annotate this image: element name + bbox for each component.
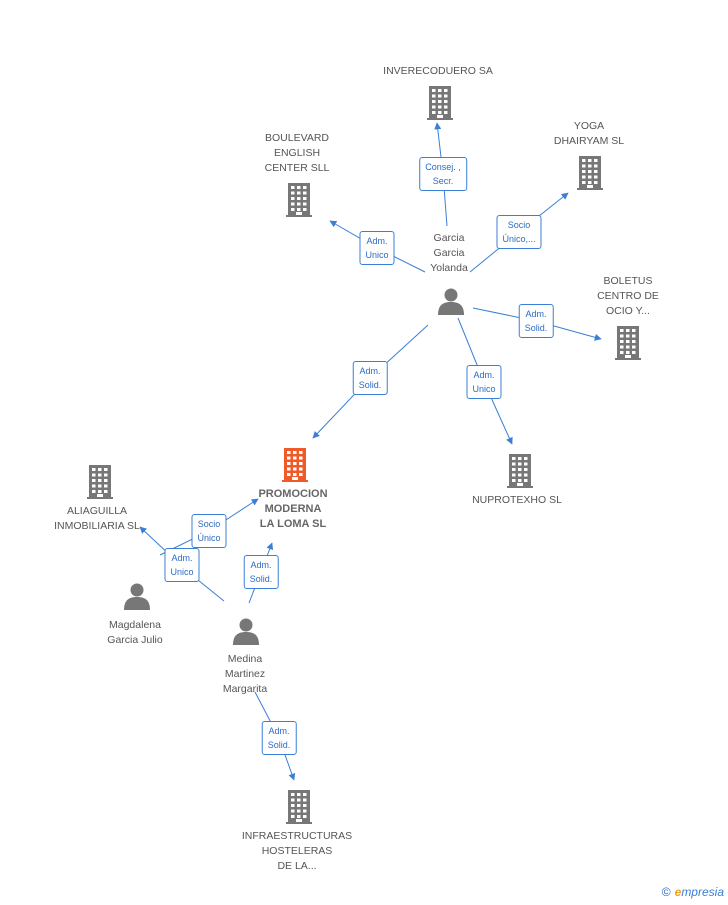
person-icon[interactable] (123, 582, 151, 615)
building-icon[interactable] (282, 448, 308, 487)
edge-label[interactable]: Socio Único (191, 514, 227, 548)
building-icon[interactable] (615, 326, 641, 365)
building-icon[interactable] (87, 465, 113, 504)
person-icon[interactable] (437, 287, 465, 320)
edge-label[interactable]: Adm. Unico (466, 365, 502, 399)
brand-initial: e (674, 885, 682, 899)
edge-label[interactable]: Adm. Unico (164, 548, 200, 582)
brand-footer: ©empresia (662, 885, 724, 899)
building-icon[interactable] (507, 454, 533, 493)
node-label-infraestructuras[interactable]: INFRAESTRUCTURAS HOSTELERAS DE LA... (241, 830, 353, 872)
node-label-medina[interactable]: Medina Martinez Margarita (222, 653, 268, 695)
node-label-aliaguilla[interactable]: ALIAGUILLA INMOBILIARIA SL (54, 505, 140, 532)
edge-label[interactable]: Adm. Unico (359, 231, 395, 265)
edge-label[interactable]: Adm. Solid. (261, 721, 297, 755)
copyright-icon: © (661, 885, 671, 899)
edge-label[interactable]: Adm. Solid. (352, 361, 388, 395)
node-label-yoga[interactable]: YOGA DHAIRYAM SL (553, 120, 625, 147)
building-icon[interactable] (577, 156, 603, 195)
node-label-nuprotexho[interactable]: NUPROTEXHO SL (472, 494, 562, 506)
node-label-inverecoduero[interactable]: INVERECODUERO SA (383, 65, 493, 77)
person-icon[interactable] (232, 617, 260, 650)
node-label-magdalena[interactable]: Magdalena Garcia Julio (107, 619, 163, 646)
building-icon[interactable] (286, 790, 312, 829)
building-icon[interactable] (427, 86, 453, 125)
node-label-boletus[interactable]: BOLETUS CENTRO DE OCIO Y... (597, 275, 659, 317)
edge-label[interactable]: Consej. , Secr. (419, 157, 467, 191)
node-label-promocion[interactable]: PROMOCION MODERNA LA LOMA SL (258, 488, 328, 530)
brand-name: mpresia (681, 885, 724, 899)
edge-label[interactable]: Adm. Solid. (243, 555, 279, 589)
building-icon[interactable] (286, 183, 312, 222)
node-label-boulevard[interactable]: BOULEVARD ENGLISH CENTER SLL (264, 132, 330, 174)
edge-label[interactable]: Adm. Solid. (518, 304, 554, 338)
edge-label[interactable]: Socio Único,... (496, 215, 542, 249)
node-label-garcia-yolanda[interactable]: Garcia Garcia Yolanda (430, 232, 468, 274)
